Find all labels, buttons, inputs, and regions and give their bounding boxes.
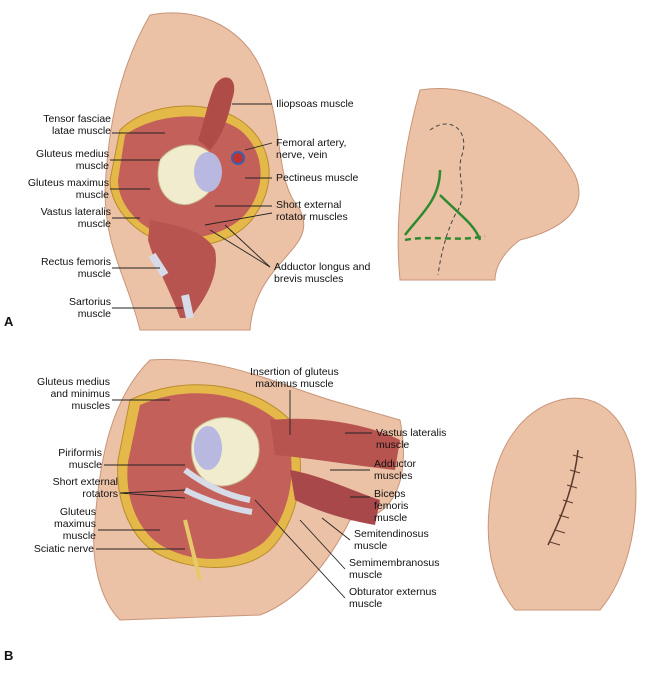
hamstrings-b <box>290 470 380 525</box>
panel-b-outline <box>487 397 637 611</box>
buttock-outline-small-b <box>487 397 637 611</box>
tendon-a-1 <box>148 252 169 278</box>
femoral-vessel-a <box>231 151 245 165</box>
label-femoral-artery-nerve-vein: Femoral artery, nerve, vein <box>276 137 347 161</box>
label-sciatic-nerve: Sciatic nerve <box>33 543 94 555</box>
label-rectus-femoris: Rectus femoris muscle <box>40 256 111 280</box>
sciatic-nerve-b <box>183 519 202 581</box>
label-short-external-rotator-muscles: Short external rotator muscles <box>276 199 348 223</box>
panel-b-illustration <box>93 358 404 621</box>
panel-letter-b: B <box>4 648 14 663</box>
iliopsoas-a <box>198 77 235 150</box>
label-tensor-fasciae-latae: Tensor fasciae latae muscle <box>43 113 111 137</box>
panel-a-illustration <box>104 12 305 331</box>
label-semimembranosus: Semimembranosus muscle <box>349 557 440 581</box>
acetabulum-cartilage-a <box>194 152 222 192</box>
acetabulum-cartilage-b <box>194 426 222 470</box>
rectus-femoris-a <box>148 220 216 318</box>
label-vastus-lateralis-b: Vastus lateralis muscle <box>376 427 447 451</box>
panel-letter-a: A <box>4 314 14 329</box>
label-pectineus: Pectineus muscle <box>276 172 359 184</box>
incision-scar-b <box>547 449 579 546</box>
label-obturator-externus: Obturator externus muscle <box>349 586 437 610</box>
leader-lines <box>96 103 372 599</box>
label-sartorius: Sartorius muscle <box>68 296 111 320</box>
label-short-external-rotators: Short external rotators <box>52 476 118 500</box>
rotator-tendons-b <box>183 467 253 515</box>
panel-a-outline <box>397 88 580 281</box>
bone-outline-dashed-a <box>429 123 465 276</box>
label-insertion-gluteus-maximus: Insertion of gluteus maximus muscle <box>250 366 339 390</box>
tendon-a-2 <box>181 294 194 319</box>
label-piriformis: Piriformis muscle <box>58 447 102 471</box>
incision-stitches-b <box>549 454 584 546</box>
label-vastus-lateralis-a: Vastus lateralis muscle <box>40 206 111 230</box>
incision-dashed-a <box>404 234 486 242</box>
label-adductor-muscles: Adductor muscles <box>374 458 417 482</box>
label-semitendinosus: Semitendinosus muscle <box>354 528 429 552</box>
label-gluteus-maximus-b: Gluteus maximus muscle <box>53 506 96 542</box>
gluteus-max-insertion-b <box>270 418 400 470</box>
label-iliopsoas: Iliopsoas muscle <box>276 98 354 110</box>
label-gluteus-medius-a: Gluteus medius muscle <box>36 148 109 172</box>
label-adductor-longus-brevis: Adductor longus and brevis muscles <box>274 261 371 285</box>
label-gluteus-maximus-a: Gluteus maximus muscle <box>27 177 109 201</box>
label-gluteus-medius-minimus: Gluteus medius and minimus muscles <box>37 376 110 412</box>
thigh-outline-small-a <box>397 88 580 281</box>
label-biceps-femoris: Biceps femoris muscle <box>374 488 409 524</box>
